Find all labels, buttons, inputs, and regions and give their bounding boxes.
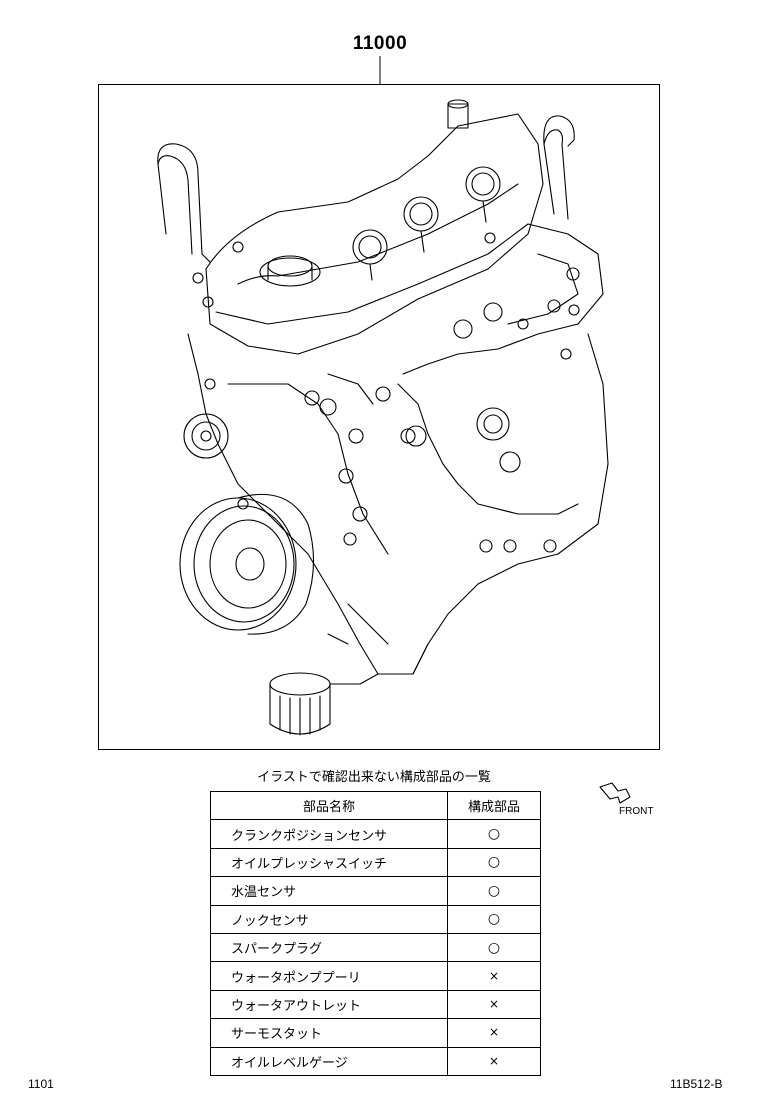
part-name: クランクポジションセンサ bbox=[210, 819, 448, 849]
table-header-row: 部品名称 構成部品 bbox=[210, 790, 541, 821]
table-row: ウォータポンププーリ × bbox=[210, 961, 541, 991]
table-row: ウォータアウトレット × bbox=[210, 989, 541, 1020]
part-name: 水温センサ bbox=[210, 876, 448, 906]
table-row: ノックセンサ ○ bbox=[210, 904, 541, 934]
part-number-label: 11000 bbox=[352, 33, 408, 54]
leader-line bbox=[379, 56, 381, 84]
part-name: オイルプレッシャスイッチ bbox=[210, 847, 448, 878]
table-row: スパークプラグ ○ bbox=[210, 932, 541, 963]
engine-assembly-illustration bbox=[157, 99, 609, 736]
component-mark: ○ bbox=[447, 876, 541, 906]
component-mark: ○ bbox=[447, 904, 541, 934]
table-caption: イラストで確認出来ない構成部品の一覧 bbox=[257, 770, 491, 785]
part-name: スパークプラグ bbox=[210, 932, 448, 963]
table-row: オイルレベルゲージ × bbox=[210, 1046, 541, 1076]
component-mark: × bbox=[447, 1018, 541, 1048]
column-header-component: 構成部品 bbox=[447, 790, 541, 821]
part-name: サーモスタット bbox=[210, 1018, 448, 1048]
part-name: ウォータアウトレット bbox=[210, 989, 448, 1020]
front-arrow-icon bbox=[599, 782, 631, 804]
part-name: ウォータポンププーリ bbox=[210, 961, 448, 991]
table-row: サーモスタット × bbox=[210, 1018, 541, 1048]
component-mark: × bbox=[447, 1046, 541, 1076]
part-name: オイルレベルゲージ bbox=[210, 1046, 448, 1076]
component-mark: ○ bbox=[447, 932, 541, 963]
component-mark: ○ bbox=[447, 847, 541, 878]
page-code-right: 11B512-B bbox=[670, 1077, 723, 1091]
component-mark: × bbox=[447, 961, 541, 991]
part-name: ノックセンサ bbox=[210, 904, 448, 934]
table-row: オイルプレッシャスイッチ ○ bbox=[210, 847, 541, 878]
illustration-frame bbox=[98, 84, 660, 750]
page-code-left: 1101 bbox=[28, 1077, 54, 1091]
components-table: 部品名称 構成部品 クランクポジションセンサ ○ オイルプレッシャスイッチ ○ … bbox=[210, 790, 541, 1076]
table-row: クランクポジションセンサ ○ bbox=[210, 819, 541, 849]
front-label: FRONT bbox=[619, 806, 654, 817]
column-header-part-name: 部品名称 bbox=[210, 790, 448, 821]
table-row: 水温センサ ○ bbox=[210, 876, 541, 906]
component-mark: × bbox=[447, 989, 541, 1020]
component-mark: ○ bbox=[447, 819, 541, 849]
